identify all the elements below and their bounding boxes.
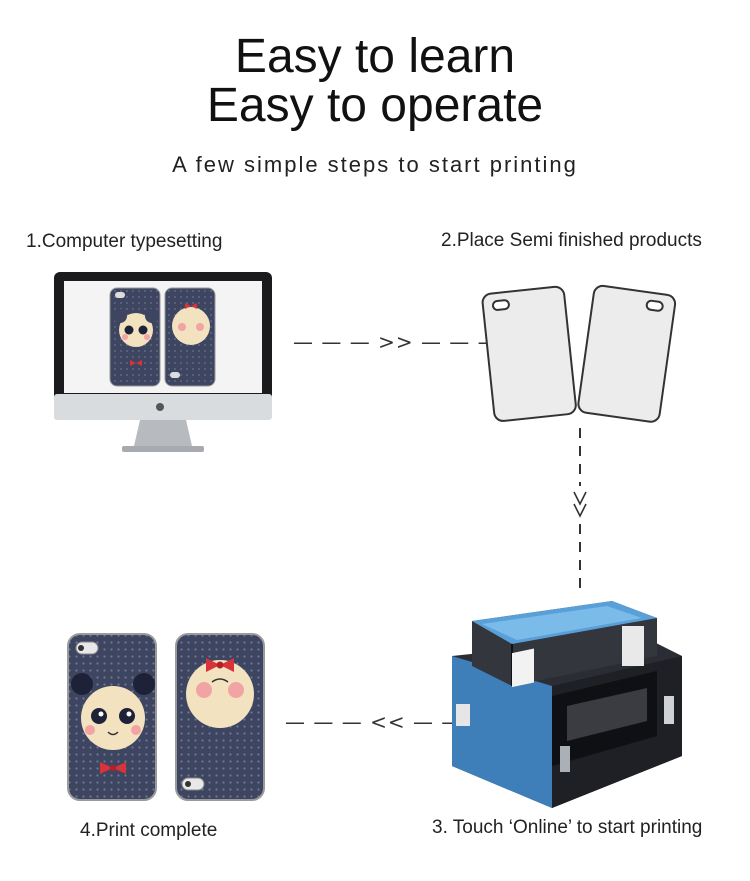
headline-line-2: Easy to operate <box>206 79 544 132</box>
arrow-down <box>573 428 587 590</box>
step-2-label: 2.Place Semi finished products <box>441 230 702 251</box>
headline-line-1: Easy to learn <box>234 30 516 83</box>
printed-phone-cases <box>67 633 265 801</box>
computer-monitor-illustration <box>54 272 272 452</box>
blank-phone-cases <box>481 284 677 423</box>
subtitle: A few simple steps to start printing <box>172 152 578 177</box>
step-4-label: 4.Print complete <box>80 820 218 841</box>
uv-printer-illustration <box>452 601 682 808</box>
step-1-label: 1.Computer typesetting <box>26 231 223 252</box>
arrow-right: — — — >> — — — <box>293 330 499 354</box>
step-3-label: 3. Touch ‘Online’ to start printing <box>432 817 703 838</box>
